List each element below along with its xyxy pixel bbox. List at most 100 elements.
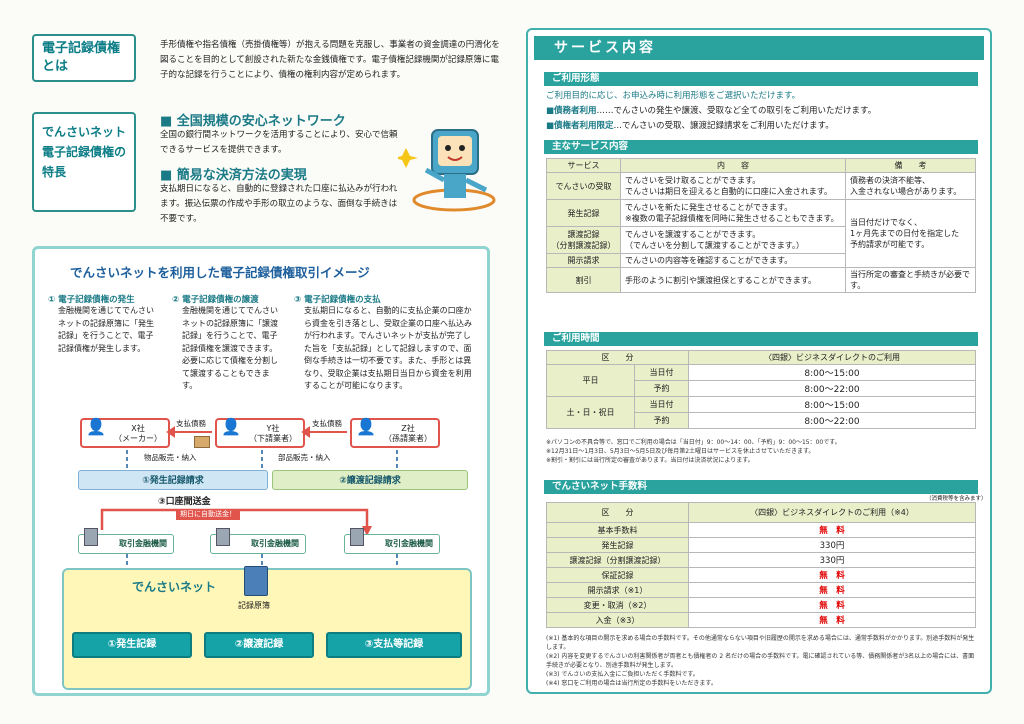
step-2: ② 電子記録債権の譲渡 金融機関を通じてでんさいネットの記録原簿に「譲渡記録」を… (172, 293, 284, 393)
fee-note: (※3) でんさいの支払入金にご負担いただく手数料です。 (546, 671, 699, 678)
form-1-name: ■債務者利用 (546, 106, 597, 116)
mascot-illustration (398, 129, 496, 212)
bank-x: 取引金融機関 (78, 534, 174, 554)
fee-row: 変更・取消（※2）無 料 (546, 597, 976, 613)
fee-value: 無 料 (688, 582, 976, 598)
issue-record: ①発生記録 (72, 632, 192, 658)
hours-kind: 予約 (634, 380, 689, 397)
step-3: ③ 電子記録債権の支払 支払期日になると、自動的に支払企業の口座から資金を引き落… (294, 293, 474, 393)
fee-tax-note: （消費税等を含みます） (926, 496, 987, 502)
fee-row: 基本手数料無 料 (546, 522, 976, 538)
step-3-text: 支払期日になると、自動的に支払企業の口座から資金を引き落とし、受取企業の口座へ払… (304, 306, 472, 390)
diagram-title: でんさいネットを利用した電子記録債権取引イメージ (70, 265, 370, 280)
step-1-text: 金融機関を通じてでんさいネットの記録原簿に「発生記録」を行うことで、電子記録債権… (58, 306, 154, 353)
goods-label-1: 物品販売・納入 (144, 453, 197, 462)
person-x-icon: 👤 (86, 417, 106, 436)
service-name: 発生記録 (546, 199, 621, 227)
fee-note: (※4) 窓口をご利用の場合は当行所定の手数料をいただきます。 (546, 680, 717, 687)
transfer-request-bar: ②譲渡記録請求 (272, 470, 468, 490)
service-row: でんさいの受取でんさいを受け取ることができます。 でんさいは期日を迎えると自動的… (546, 172, 976, 200)
th-content: 内 容 (620, 158, 846, 173)
fee-th-1: 区 分 (546, 502, 689, 523)
company-x: X社 （メーカー） (80, 418, 170, 448)
form-2: ■債権者利用限定…でんさいの受取、譲渡記録請求をご利用いただけます。 (546, 119, 834, 131)
service-content: でんさいを譲渡することができます。 （でんさいを分割して譲渡することができます。… (620, 226, 846, 254)
service-table: サービス内 容備 考 でんさいの受取でんさいを受け取ることができます。 でんさい… (546, 158, 976, 293)
fee-row: 開示請求（※1）無 料 (546, 582, 976, 598)
hours-kind: 当日付 (634, 396, 689, 413)
bank-y: 取引金融機関 (210, 534, 306, 554)
fee-header: でんさいネット手数料 (544, 480, 978, 494)
fee-name: 保証記録 (546, 567, 689, 583)
service-content: でんさいを受け取ることができます。 でんさいは期日を迎えると自動的に口座に入金さ… (620, 172, 846, 200)
debt-label-2: 支払債務 (312, 419, 342, 428)
form-1: ■債務者利用……でんさいの発生や譲渡、受取など全ての取引をご利用いただけます。 (546, 104, 876, 116)
step-1-title: ① 電子記録債権の発生 (48, 295, 135, 305)
service-note: 当行所定の審査と手続きが必要です。 (845, 267, 976, 293)
form-2-text: …でんさいの受取、譲渡記録請求をご利用いただけます。 (613, 121, 834, 131)
fee-row: 入金（※3）無 料 (546, 612, 976, 628)
service-name: 割引 (546, 267, 621, 293)
th-note: 備 考 (845, 158, 976, 173)
fee-note: (※1) 基本的な項目の開示を求める場合の手数料です。その他通常ならない項目や旧… (546, 635, 975, 651)
fee-value: 330円 (688, 552, 976, 568)
fee-name: 開示請求（※1） (546, 582, 689, 598)
bank-z: 取引金融機関 (344, 534, 440, 554)
auto-transfer-badge: 期日に自動送金！ (176, 509, 240, 520)
service-note: 債務者の決済不能等、 入金されない場合があります。 (845, 172, 976, 200)
service-content: でんさいの内容等を確認することができます。 (620, 253, 846, 268)
service-row: 譲渡記録 （分割譲渡記録）でんさいを譲渡することができます。 （でんさいを分割し… (546, 226, 976, 254)
service-name: でんさいの受取 (546, 172, 621, 200)
hours-group: 土・日・祝日 (546, 396, 635, 429)
fee-name: 譲渡記録（分割譲渡記録） (546, 552, 689, 568)
hours-time: 8:00〜15:00 (688, 364, 976, 381)
service-row: 発生記録でんさいを新たに発生させることができます。 ※複数の電子記録債権を同時に… (546, 199, 976, 268)
forms-intro: ご利用目的に応じ、お申込み時に利用形態をご選択いただけます。 (546, 91, 801, 101)
step-2-text: 金融機関を通じてでんさいネットの記録原簿に「譲渡記録」を行うことで、電子記録債権… (182, 306, 278, 390)
hours-th-2: 〈四銀〉ビジネスダイレクトのご利用 (688, 350, 976, 365)
step-1: ① 電子記録債権の発生 金融機関を通じてでんさいネットの記録原簿に「発生記録」を… (48, 293, 160, 355)
fee-th-2: 〈四銀〉ビジネスダイレクトのご利用（※4） (688, 502, 976, 523)
payment-record: ③支払等記録 (326, 632, 462, 658)
fee-row: 保証記録無 料 (546, 567, 976, 583)
fee-notes: (※1) 基本的な項目の開示を求める場合の手数料です。その他通常ならない項目や旧… (546, 634, 976, 688)
building-x-icon (84, 528, 98, 546)
fee-note: (※2) 内容を変更するでんさいの利害関係者が両者とも債権者の 2 名だけの場合… (546, 653, 975, 669)
service-content: 手形のように割引や譲渡担保とすることができます。 (620, 267, 846, 293)
person-y-icon: 👤 (221, 417, 241, 436)
fee-name: 変更・取消（※2） (546, 597, 689, 613)
hours-note: ※パソコンの不具合等で、窓口でご利用の場合は「当日付」9：00〜14：00、「予… (546, 439, 841, 446)
service-name: 譲渡記録 （分割譲渡記録） (546, 226, 621, 254)
hours-notes: ※パソコンの不具合等で、窓口でご利用の場合は「当日付」9：00〜14：00、「予… (546, 438, 976, 465)
feature-label: でんさいネット電子記録債権の特長 (32, 112, 136, 212)
hours-note: ※割引・割引には当行所定の審査があります。当日付は決済状況によります。 (546, 457, 754, 464)
forms-header: ご利用形態 (544, 72, 978, 86)
company-z: Z社 （孫請業者） (350, 418, 440, 448)
feature2-title: ■ 簡易な決済方法の実現 (160, 168, 307, 183)
service-row: 割引手形のように割引や譲渡担保とすることができます。当行所定の審査と手続きが必要… (546, 267, 976, 293)
fee-value: 無 料 (688, 597, 976, 613)
feature1-text: 全国の銀行間ネットワークを活用することにより、安心で信頼できるサービスを提供でき… (160, 130, 398, 155)
transfer-record: ②譲渡記録 (204, 632, 314, 658)
service-content: でんさいを新たに発生させることができます。 ※複数の電子記録債権を同時に発生させ… (620, 199, 846, 227)
server-icon (244, 566, 268, 596)
service-note: 当日付だけでなく、 1ヶ月先までの日付を指定した 予約請求が可能です。 (845, 199, 976, 268)
fee-row: 譲渡記録（分割譲渡記録）330円 (546, 552, 976, 568)
hours-note: ※12月31日〜1月3日、5月3日〜5月5日及び毎月第2土曜日はサービスを休止さ… (546, 448, 815, 455)
feature2-text: 支払期日になると、自動的に登録された口座に払込みが行われます。振込伝票の作成や手… (160, 184, 398, 224)
fee-name: 基本手数料 (546, 522, 689, 538)
account-transfer-label: ③口座間送金 (158, 497, 211, 507)
what-text: 手形債権や指名債権（売掛債権等）が抱える問題を克服し、事業者の資金調達の円滑化を… (160, 40, 500, 80)
ledger-label: 記録原簿 (238, 601, 270, 610)
hours-time: 8:00〜22:00 (688, 412, 976, 429)
hours-time: 8:00〜22:00 (688, 380, 976, 397)
what-label: 電子記録債権とは (32, 34, 136, 82)
fee-name: 発生記録 (546, 537, 689, 553)
form-1-text: ……でんさいの発生や譲渡、受取など全ての取引をご利用いただけます。 (596, 106, 877, 116)
